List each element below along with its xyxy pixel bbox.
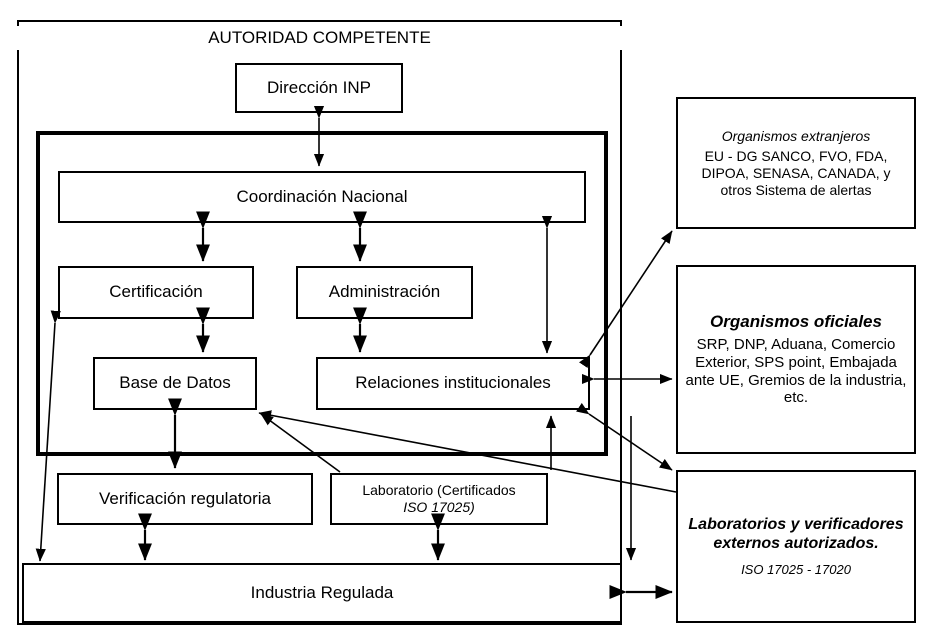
node-coordinacion-nacional-label: Coordinación Nacional [236, 186, 408, 206]
panel-organismos-extranjeros-title: Organismos extranjeros [721, 127, 871, 144]
node-certificacion[interactable]: Certificación [58, 266, 254, 319]
node-relaciones-institucionales[interactable]: Relaciones institucionales [316, 357, 590, 410]
node-administracion[interactable]: Administración [296, 266, 473, 319]
panel-organismos-oficiales[interactable]: Organismos oficiales SRP, DNP, Aduana, C… [676, 265, 916, 454]
panel-organismos-extranjeros[interactable]: Organismos extranjeros EU - DG SANCO, FV… [676, 97, 916, 229]
panel-organismos-oficiales-body: SRP, DNP, Aduana, Comercio Exterior, SPS… [685, 336, 907, 407]
node-industria-regulada-label: Industria Regulada [250, 582, 394, 602]
node-direccion-inp[interactable]: Dirección INP [235, 63, 403, 113]
node-verificacion-regulatoria[interactable]: Verificación regulatoria [57, 473, 313, 525]
page-title-label: AUTORIDAD COMPETENTE [208, 27, 431, 47]
node-verificacion-regulatoria-label: Verificación regulatoria [99, 488, 271, 508]
node-industria-regulada[interactable]: Industria Regulada [22, 563, 622, 623]
node-laboratorio-certificados[interactable]: Laboratorio (Certificados ISO 17025) [330, 473, 548, 525]
panel-organismos-extranjeros-body: EU - DG SANCO, FVO, FDA, DIPOA, SENASA, … [701, 148, 891, 198]
node-base-de-datos[interactable]: Base de Datos [93, 357, 257, 410]
panel-laboratorios-externos-subtitle: ISO 17025 - 17020 [741, 561, 851, 577]
node-certificacion-label: Certificación [109, 282, 203, 302]
node-direccion-inp-label: Dirección INP [267, 77, 371, 97]
node-coordinacion-nacional[interactable]: Coordinación Nacional [58, 171, 586, 223]
node-relaciones-institucionales-label: Relaciones institucionales [355, 373, 551, 393]
panel-laboratorios-externos[interactable]: Laboratorios y verificadores externos au… [676, 470, 916, 623]
panel-laboratorios-externos-title: Laboratorios y verificadores externos au… [688, 515, 904, 552]
node-laboratorio-line-1: Laboratorio (Certificados [362, 482, 516, 499]
node-administracion-label: Administración [328, 282, 441, 302]
page-title: AUTORIDAD COMPETENTE [17, 26, 622, 50]
panel-organismos-oficiales-title: Organismos oficiales [710, 312, 882, 332]
node-laboratorio-line-2: ISO 17025) [403, 499, 475, 515]
node-base-de-datos-label: Base de Datos [119, 373, 231, 393]
